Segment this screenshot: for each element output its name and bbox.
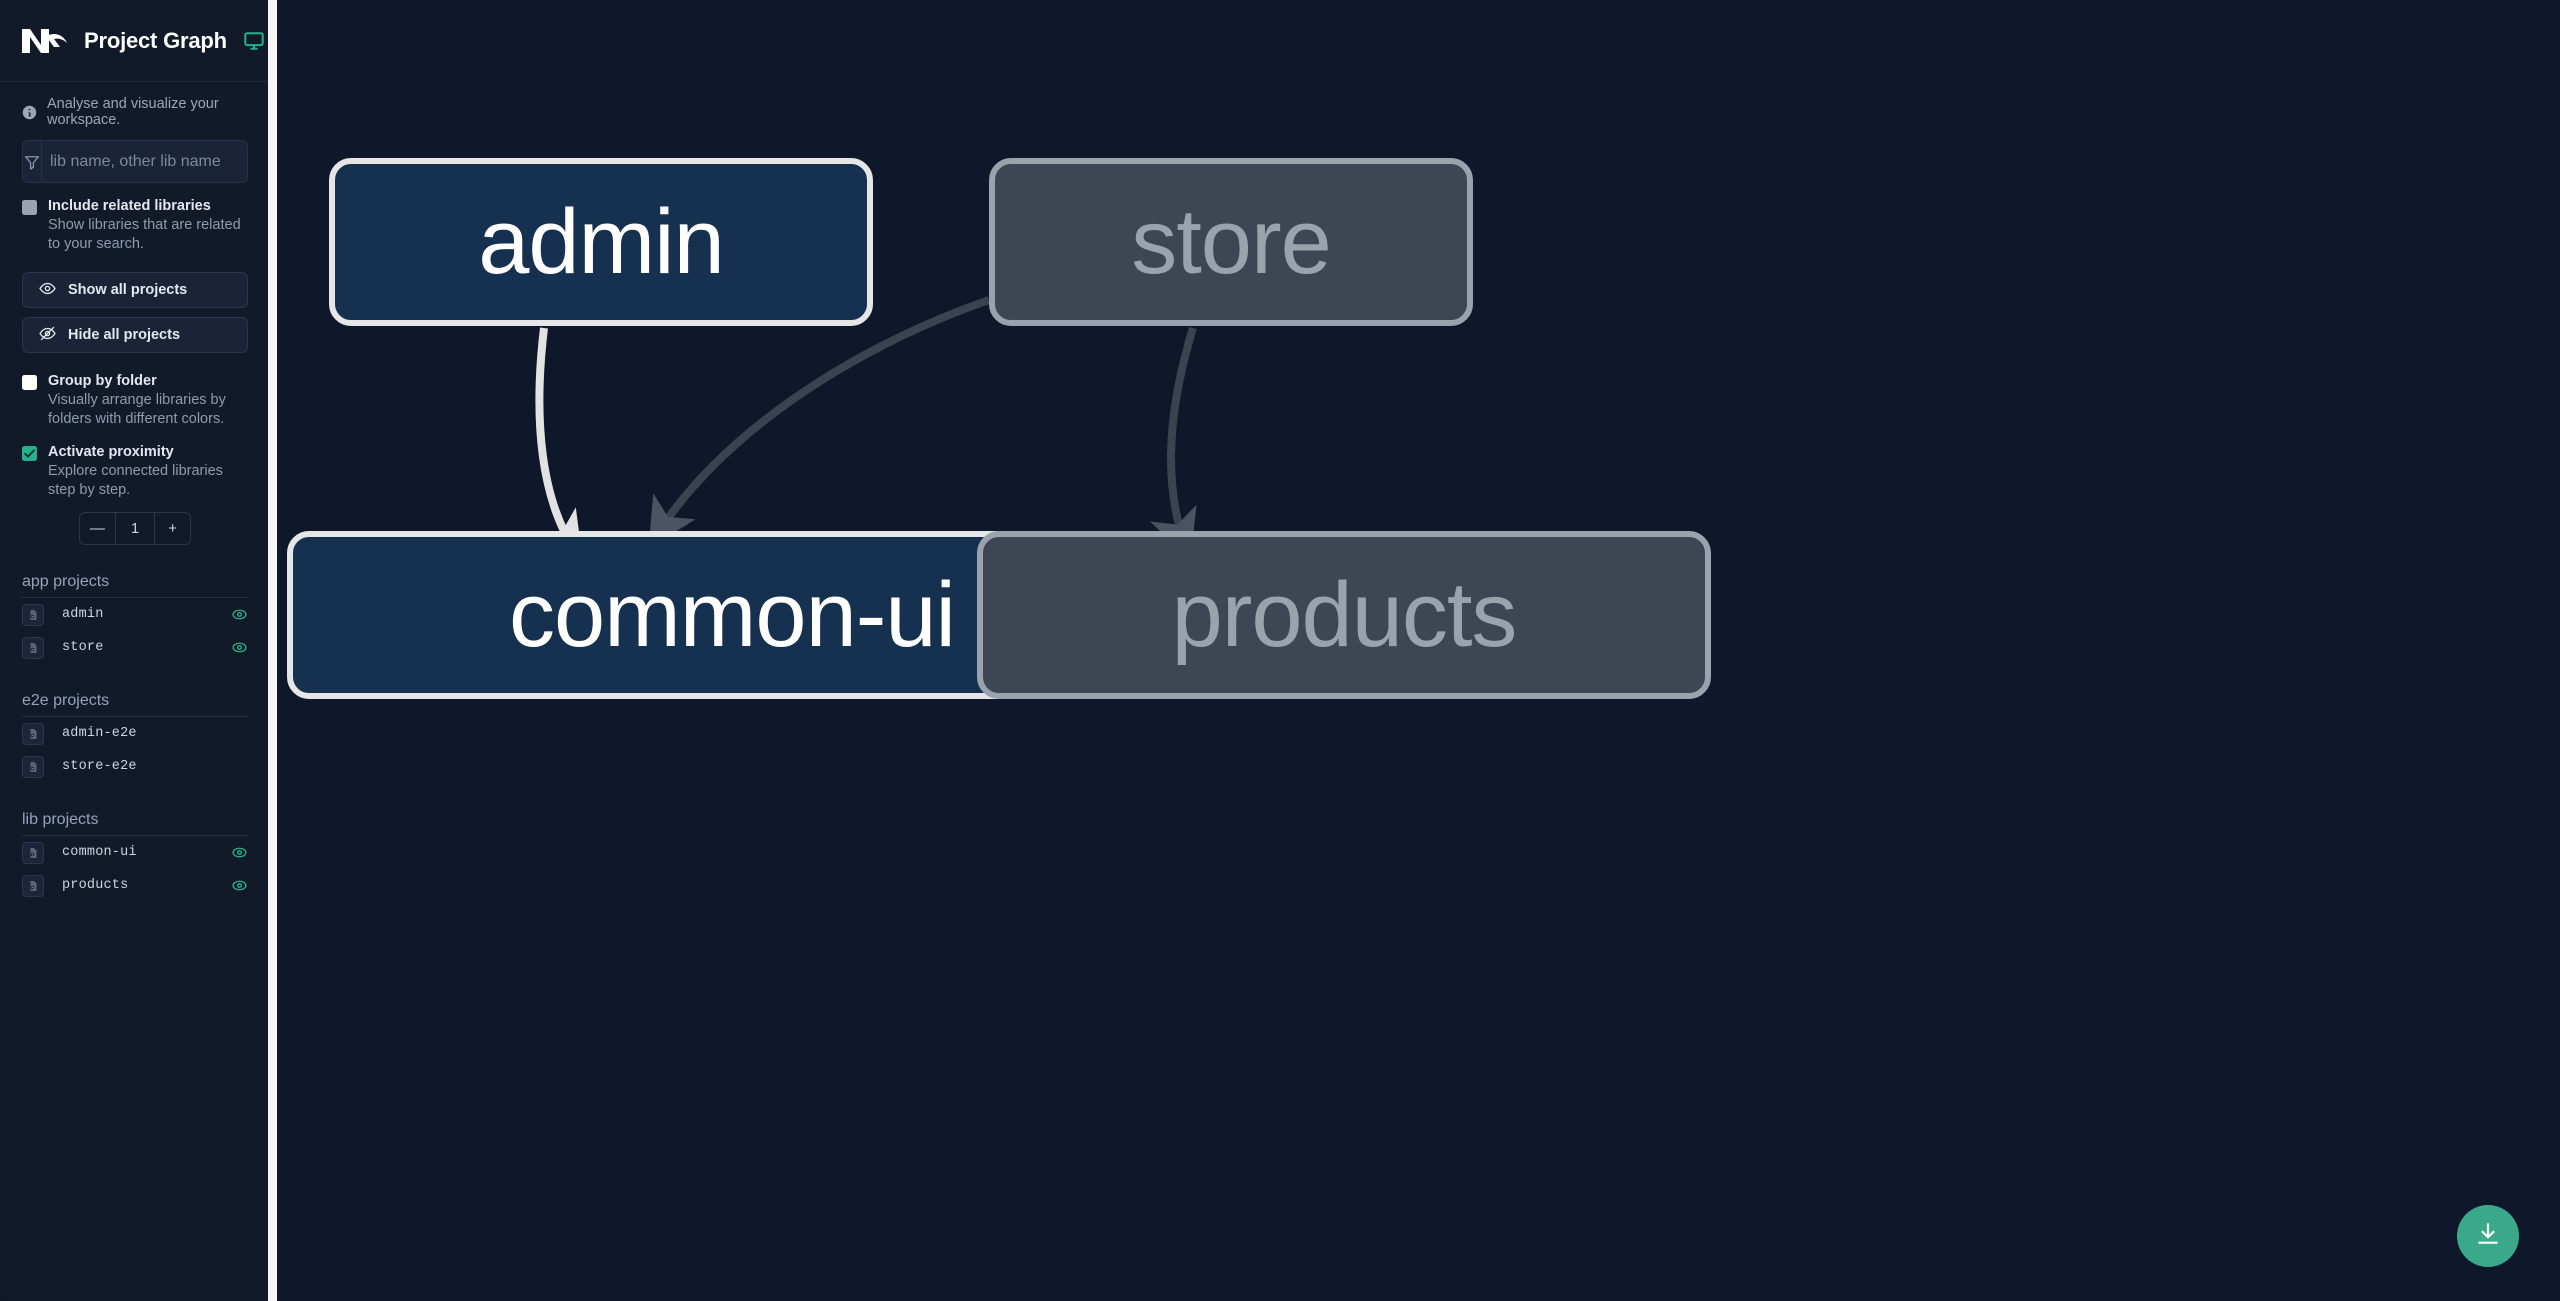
proximity-value: 1	[114, 513, 156, 544]
sidebar-header: Project Graph	[0, 0, 268, 82]
download-icon	[2475, 1221, 2501, 1252]
hide-all-projects-button[interactable]: Hide all projects	[22, 317, 248, 353]
include-related-libraries-checkbox[interactable]	[22, 200, 37, 215]
group-title-lib-projects: lib projects	[22, 811, 248, 836]
page-title: Project Graph	[84, 27, 227, 53]
proximity-decrement-button[interactable]: —	[89, 520, 105, 537]
monitor-icon[interactable]	[243, 30, 265, 52]
graph-node-label: admin	[478, 190, 725, 293]
eye-off-icon	[39, 325, 56, 346]
activate-proximity-checkbox[interactable]	[22, 446, 37, 461]
eye-icon[interactable]	[231, 844, 248, 861]
option-description: Show libraries that are related to your …	[48, 217, 241, 252]
group-by-folder-checkbox[interactable]	[22, 375, 37, 390]
eye-icon[interactable]	[231, 606, 248, 623]
option-group-by-folder[interactable]: Group by folder Visually arrange librari…	[22, 372, 248, 429]
filter-icon	[23, 141, 42, 182]
project-icon	[22, 841, 44, 864]
option-description: Explore connected libraries step by step…	[48, 463, 223, 498]
project-name: store	[62, 640, 104, 655]
project-row-products[interactable]: products	[22, 869, 248, 902]
project-row-admin-e2e[interactable]: admin-e2e	[22, 717, 248, 750]
graph-node-products[interactable]: products	[977, 531, 1711, 699]
option-include-related-libraries[interactable]: Include related libraries Show libraries…	[22, 197, 248, 254]
project-row-store[interactable]: store	[22, 631, 248, 664]
sidebar-note: Analyse and visualize your workspace.	[0, 82, 268, 140]
project-icon	[22, 755, 44, 778]
project-row-admin[interactable]: admin	[22, 598, 248, 631]
project-icon	[22, 874, 44, 897]
project-name: admin	[62, 607, 104, 622]
sidebar-scrollbar[interactable]	[268, 0, 277, 1301]
project-name: admin-e2e	[62, 726, 137, 741]
proximity-stepper[interactable]: — 1 +	[79, 512, 191, 545]
download-image-button[interactable]	[2457, 1205, 2519, 1267]
sidebar: Project Graph Analyse and visualize your…	[0, 0, 268, 1301]
show-all-projects-button[interactable]: Show all projects	[22, 272, 248, 308]
info-icon	[22, 105, 37, 120]
graph-node-label: store	[1131, 190, 1332, 293]
project-name: store-e2e	[62, 759, 137, 774]
option-label: Group by folder	[48, 373, 157, 389]
project-name: products	[62, 878, 129, 893]
project-row-store-e2e[interactable]: store-e2e	[22, 750, 248, 783]
project-icon	[22, 603, 44, 626]
group-title-app-projects: app projects	[22, 573, 248, 598]
edge-store-to-products	[1150, 326, 1197, 560]
project-graph-canvas[interactable]: admin store common-ui products	[285, 0, 2560, 1301]
nx-logo	[20, 23, 68, 59]
graph-node-store[interactable]: store	[989, 158, 1473, 326]
graph-node-admin[interactable]: admin	[329, 158, 873, 326]
eye-icon[interactable]	[231, 877, 248, 894]
show-all-projects-label: Show all projects	[68, 282, 188, 298]
project-icon	[22, 636, 44, 659]
option-description: Visually arrange libraries by folders wi…	[48, 392, 226, 427]
proximity-increment-button[interactable]: +	[168, 520, 177, 537]
search-field-wrap[interactable]	[22, 140, 248, 183]
sidebar-note-text: Analyse and visualize your workspace.	[47, 96, 219, 128]
option-label: Include related libraries	[48, 198, 211, 214]
option-activate-proximity[interactable]: Activate proximity Explore connected lib…	[22, 443, 248, 500]
graph-node-label: common-ui	[508, 563, 956, 666]
graph-node-label: products	[1171, 563, 1518, 666]
edge-store-to-common-ui	[648, 296, 991, 549]
sidebar-body: Include related libraries Show libraries…	[0, 140, 268, 902]
project-icon	[22, 722, 44, 745]
eye-icon	[39, 280, 56, 301]
group-title-e2e-projects: e2e projects	[22, 692, 248, 717]
project-name: common-ui	[62, 845, 137, 860]
edge-admin-to-common-ui	[534, 327, 583, 563]
search-input[interactable]	[42, 141, 247, 182]
project-row-common-ui[interactable]: common-ui	[22, 836, 248, 869]
hide-all-projects-label: Hide all projects	[68, 327, 181, 343]
option-label: Activate proximity	[48, 444, 174, 460]
eye-icon[interactable]	[231, 639, 248, 656]
